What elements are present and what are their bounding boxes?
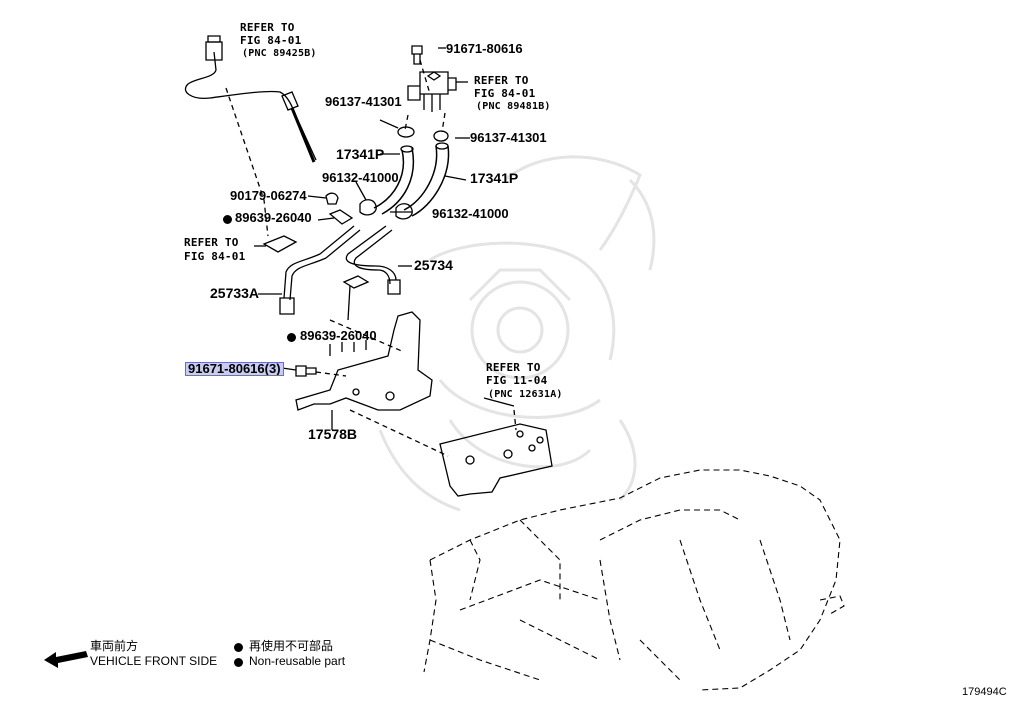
legend-front-en: VEHICLE FRONT SIDE	[90, 654, 218, 668]
ref3-line1: REFER TO	[184, 236, 239, 249]
nonreusable-dot-icon	[223, 215, 232, 224]
sensor-harness	[184, 51, 317, 161]
label-pipe-right[interactable]: 25734	[414, 257, 453, 273]
head-bracket	[439, 423, 553, 497]
ref1-line2[interactable]: FIG 84-01	[240, 34, 302, 47]
ref2-line1: REFER TO	[474, 74, 529, 87]
ref3-line2[interactable]: FIG 84-01	[184, 250, 246, 263]
label-hose-right[interactable]: 17341P	[470, 170, 519, 186]
gasket-left	[397, 126, 415, 138]
clip-left	[359, 199, 377, 216]
label-gasket-left[interactable]: 96137-41301	[325, 94, 402, 109]
label-hose-left[interactable]: 17341P	[336, 146, 385, 162]
ref4-line2[interactable]: FIG 11-04	[486, 374, 548, 387]
bolt-3	[295, 365, 317, 377]
ref1-line1: REFER TO	[240, 21, 295, 34]
ref2-line3: (PNC 89481B)	[476, 101, 551, 112]
nonreusable-dot-icon	[234, 658, 243, 667]
label-clip-right[interactable]: 96132-41000	[432, 206, 509, 221]
top-bolt	[411, 45, 423, 65]
clip-right	[395, 203, 413, 220]
legend-nonreuse-en: Non-reusable part	[249, 654, 346, 668]
label-clip-left[interactable]: 96132-41000	[322, 170, 399, 185]
label-top-bolt[interactable]: 91671-80616	[446, 41, 523, 56]
ref4-line1: REFER TO	[486, 361, 541, 374]
clamp	[325, 192, 339, 205]
legend-front-jp: 車両前方	[90, 639, 139, 653]
label-bolt-highlighted[interactable]: 91671-80616(3)	[185, 361, 284, 376]
engine-outline	[429, 469, 841, 691]
label-gasket-b[interactable]: 89639-26040	[300, 328, 377, 343]
hose-left	[373, 147, 415, 215]
ref4-line3: (PNC 12631A)	[488, 389, 563, 400]
label-gasket-a[interactable]: 89639-26040	[235, 210, 312, 225]
gasket-a	[328, 209, 354, 225]
ref2-line2[interactable]: FIG 84-01	[474, 87, 536, 100]
legend-nonreuse-jp: 再使用不可部品	[249, 639, 334, 653]
ref1-line3: (PNC 89425B)	[242, 48, 317, 59]
illustration-number: 179494C	[962, 686, 1007, 698]
nonreusable-dot-icon	[234, 643, 243, 652]
bracket	[295, 311, 433, 411]
label-pipe-left[interactable]: 25733A	[210, 285, 260, 301]
hose-right	[403, 145, 450, 217]
label-bracket[interactable]: 17578B	[308, 426, 358, 442]
watermark-logo	[378, 155, 656, 512]
gasket-right	[433, 130, 449, 142]
pipe-left	[283, 225, 361, 301]
pressure-sensor	[407, 71, 457, 112]
front-arrow-icon	[44, 651, 88, 668]
gasket-b	[342, 275, 370, 289]
label-clamp[interactable]: 90179-06274	[230, 188, 307, 203]
nonreusable-dot-icon	[287, 333, 296, 342]
pipe-right	[345, 225, 397, 285]
label-gasket-right[interactable]: 96137-41301	[470, 130, 547, 145]
